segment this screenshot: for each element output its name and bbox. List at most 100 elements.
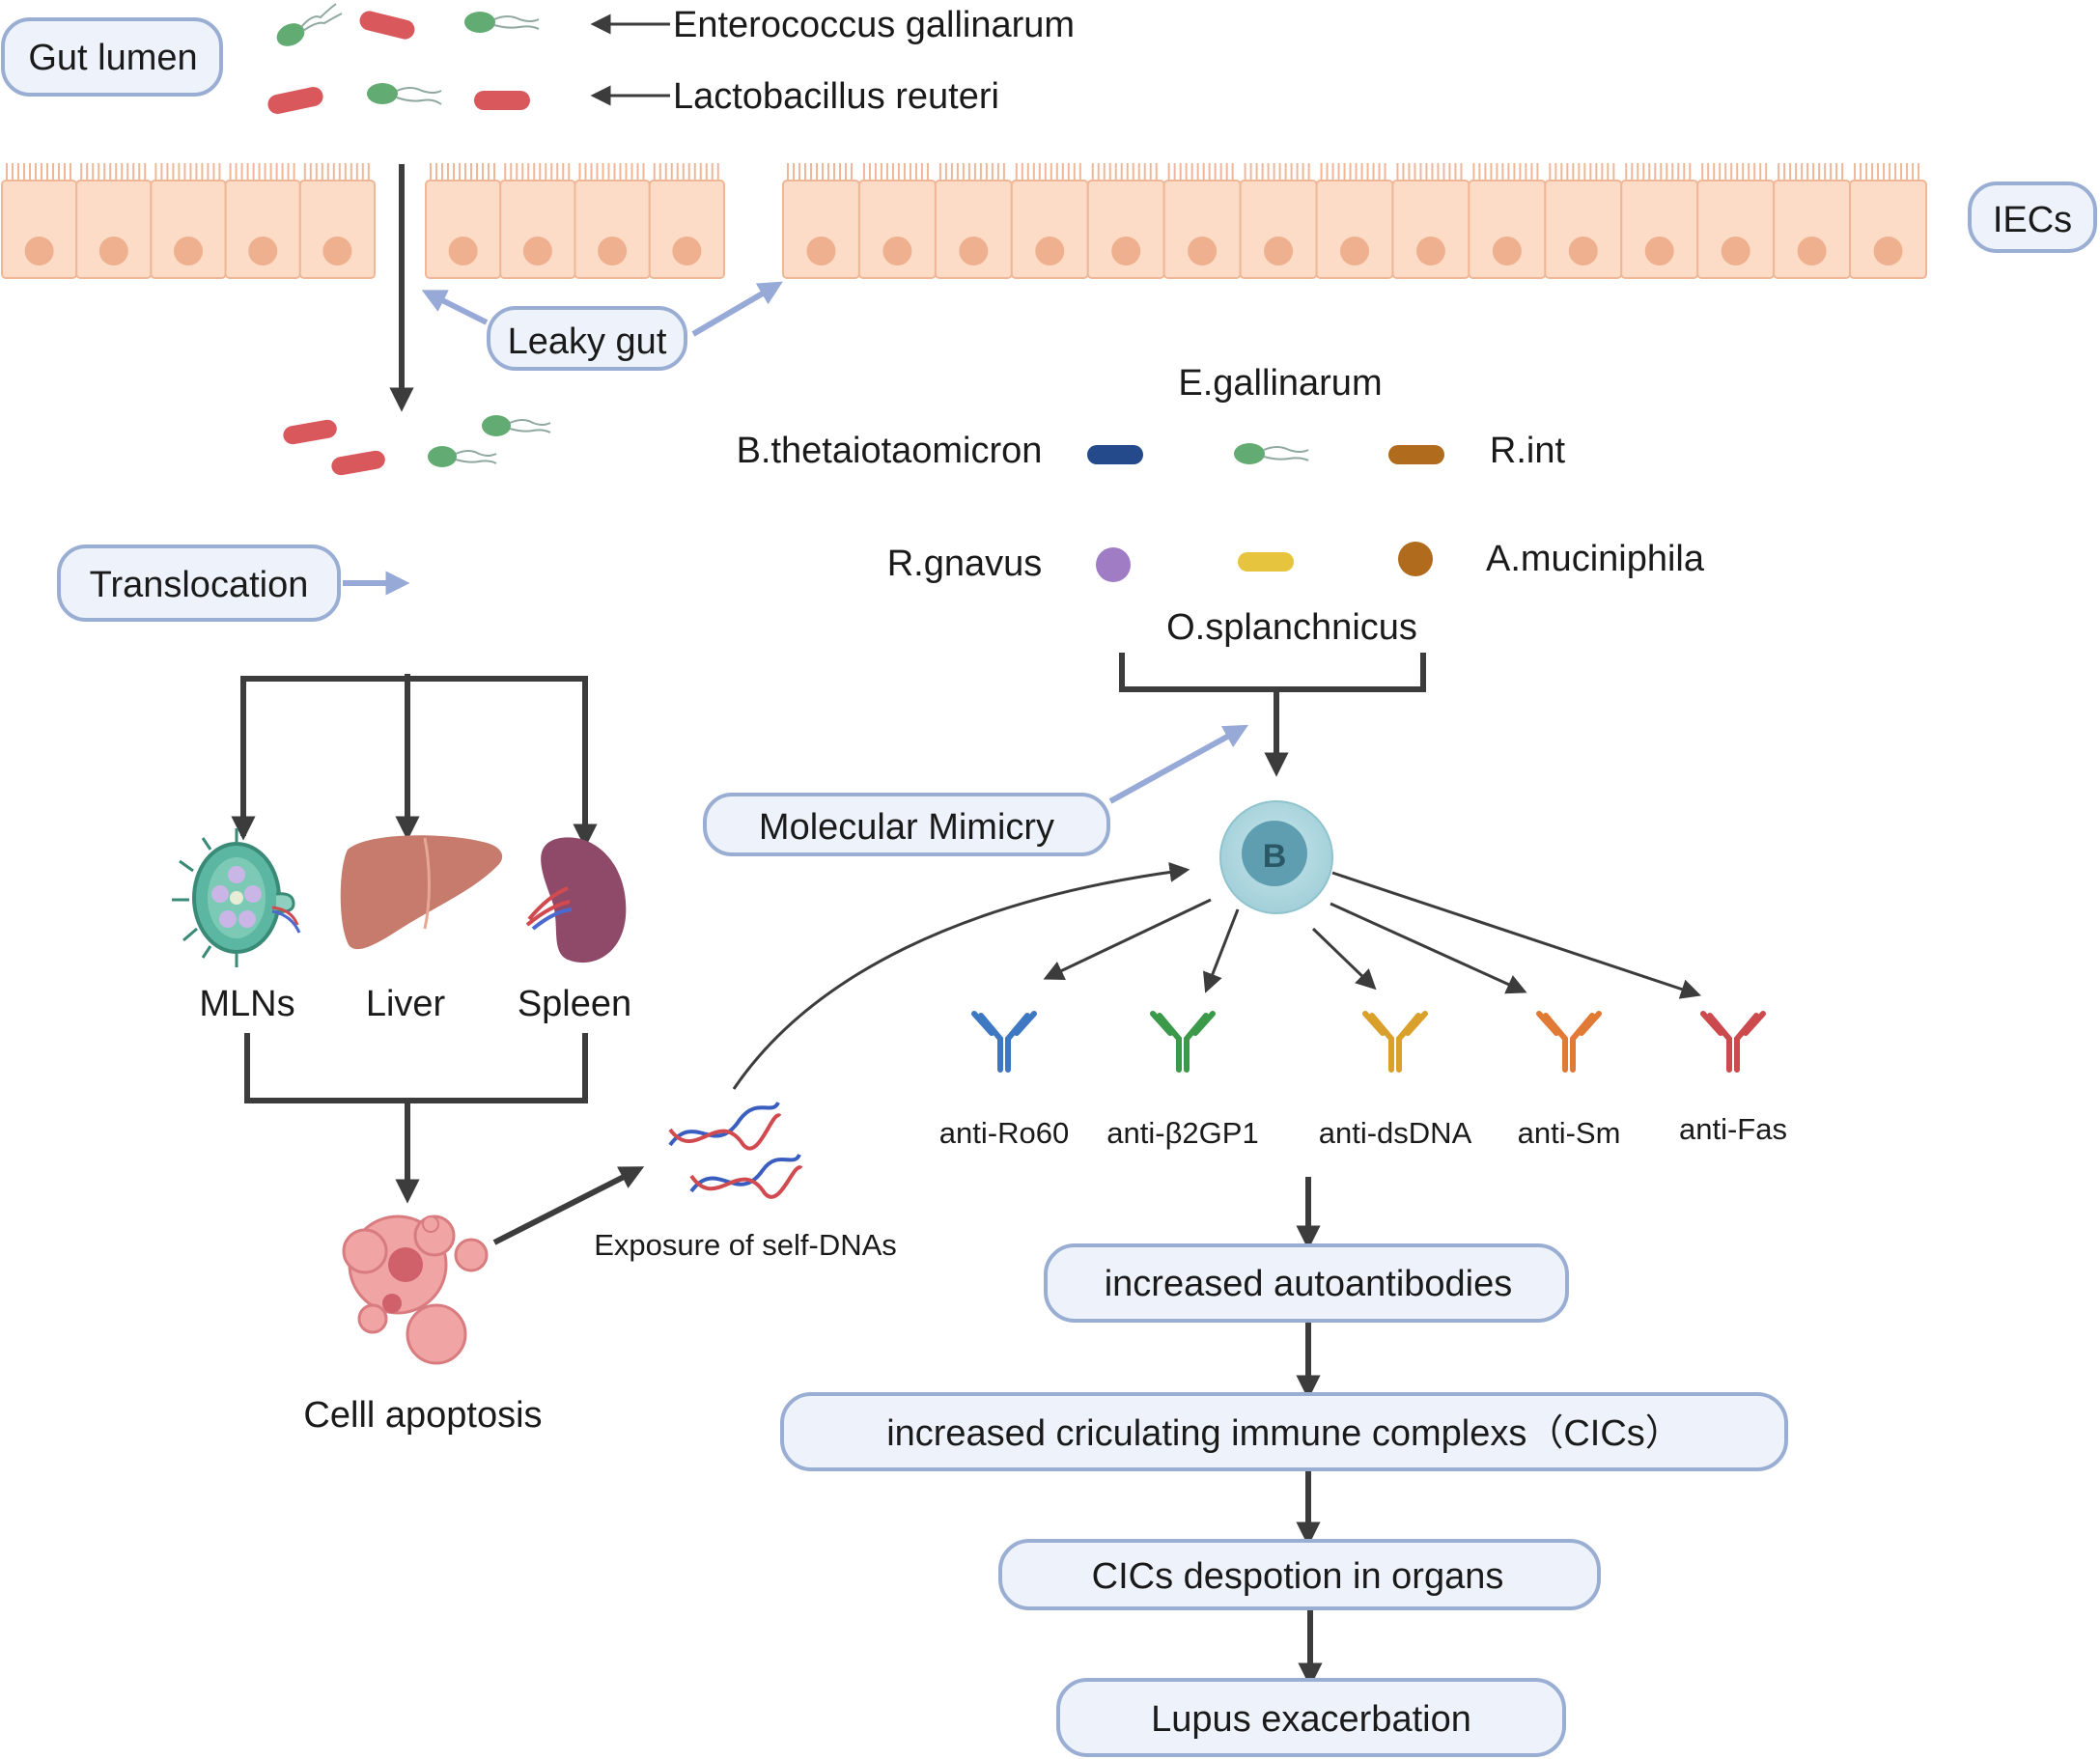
epithelial-cell: [1315, 163, 1394, 279]
r-int-label: R.int: [1490, 431, 1566, 471]
epithelial-cell: [934, 163, 1013, 279]
bacterium-rod: [474, 91, 530, 110]
epithelial-cell: [499, 163, 576, 279]
molecular-mimicry-callout: Molecular Mimicry: [703, 724, 1249, 856]
deposition-box: CICs despotion in organs: [998, 1539, 1601, 1610]
antibody-label: anti-β2GP1: [1106, 1116, 1258, 1150]
antibody-label: anti-Fas: [1679, 1112, 1787, 1146]
cics-label: increased criculating immune complexs（CI…: [886, 1413, 1682, 1454]
antibody-icon: [1362, 1011, 1428, 1073]
spleen-icon: [525, 837, 627, 963]
epithelial-cell: [1162, 163, 1242, 279]
epithelial-cell: [648, 163, 725, 279]
antibody-label: anti-Ro60: [939, 1116, 1069, 1150]
epithelial-cell: [1010, 163, 1089, 279]
enterococcus-callout: Enterococcus gallinarum: [590, 5, 1075, 45]
translocated-bacteria: [283, 415, 551, 476]
antibody-icon: [1536, 1011, 1602, 1073]
epithelial-cell: [1239, 163, 1318, 279]
b-theta-rod: [1087, 445, 1143, 464]
e-gallinarum-label: E.gallinarum: [1178, 363, 1382, 404]
antibody-arrow: [1311, 927, 1377, 991]
bacterium-flagellated: [367, 83, 442, 105]
bacterium-flagellated: [464, 12, 540, 33]
antibody-arrow: [1330, 902, 1527, 994]
antibody-icon: [1150, 1011, 1216, 1073]
organ-branch-arrows: [231, 674, 598, 849]
r-gnavus-label: R.gnavus: [887, 544, 1043, 584]
epithelial-cell: [782, 163, 860, 279]
bcell-to-antibody-arrows: [1043, 871, 1701, 999]
o-splanchnicus-rod: [1238, 552, 1294, 572]
bacterium-flagellated: [276, 3, 343, 46]
enterococcus-label: Enterococcus gallinarum: [673, 5, 1075, 45]
liver-icon: [340, 835, 503, 950]
b-cell-label: B: [1263, 838, 1287, 875]
antibody-arrow: [1043, 898, 1212, 980]
epithelial-cell: [1544, 163, 1623, 279]
antibody-arrow: [1203, 908, 1240, 993]
epithelial-cell: [1468, 163, 1547, 279]
translocation-label: Translocation: [90, 565, 309, 605]
epithelial-cell: [298, 163, 376, 279]
epithelial-cell: [224, 163, 301, 279]
epithelial-cell: [75, 163, 153, 279]
apoptotic-cell-icon: [342, 1215, 489, 1365]
antibody-label: anti-dsDNA: [1319, 1116, 1472, 1150]
epithelial-cell: [150, 163, 227, 279]
spleen-label: Spleen: [518, 984, 631, 1024]
epithelial-cell: [857, 163, 937, 279]
o-splanchnicus-label: O.splanchnicus: [1166, 607, 1417, 648]
apoptosis-to-dna-arrow: [492, 1166, 645, 1245]
apoptosis-label: Celll apoptosis: [303, 1395, 542, 1436]
autoantibodies-label: increased autoantibodies: [1105, 1264, 1513, 1304]
bacterium-flagellated: [428, 446, 497, 467]
molecular-mimicry-label: Molecular Mimicry: [759, 807, 1054, 848]
epithelial-cell: [1086, 163, 1165, 279]
bacteria-to-bcell-arrow: [1119, 653, 1426, 777]
a-muciniphila-label: A.muciniphila: [1486, 539, 1705, 579]
bacterium-rod: [331, 450, 385, 476]
antibody-arrow: [1331, 871, 1701, 999]
epithelial-cell: [1, 163, 78, 279]
epithelial-cell: [1620, 163, 1699, 279]
lumen-bacteria: [267, 3, 540, 114]
antibody-icon: [971, 1011, 1037, 1073]
epithelial-cell: [1696, 163, 1776, 279]
bacterium-rod: [267, 87, 323, 114]
epithelial-cell: [1849, 163, 1927, 279]
lupus-label: Lupus exacerbation: [1151, 1699, 1471, 1740]
epithelial-cell: [1391, 163, 1470, 279]
bacterium-flagellated: [482, 415, 551, 436]
bacterium-rod: [359, 11, 415, 40]
liver-label: Liver: [366, 984, 446, 1024]
a-muciniphila-cell: [1398, 542, 1433, 576]
epithelial-cell: [425, 163, 502, 279]
lupus-box: Lupus exacerbation: [1056, 1678, 1566, 1757]
translocation-callout: Translocation: [57, 544, 410, 622]
antibody-label: anti-Sm: [1518, 1116, 1621, 1150]
lactobacillus-callout: Lactobacillus reuteri: [590, 76, 999, 117]
antibody-row: anti-Ro60 anti-β2GP1 anti-dsDNA anti-Sm anti…: [939, 1011, 1787, 1150]
gut-lumen-label: Gut lumen: [28, 38, 197, 78]
iecs-label: IECs: [1993, 200, 2072, 240]
dna-to-bcell-arrow: [732, 862, 1190, 1090]
apoptosis-merge-arrow: [244, 1033, 588, 1204]
antibody-icon: [1700, 1011, 1766, 1073]
e-gallinarum-cell: [1234, 443, 1309, 464]
lactobacillus-label: Lactobacillus reuteri: [673, 76, 999, 117]
deposition-label: CICs despotion in organs: [1092, 1556, 1504, 1597]
b-theta-label: B.thetaiotaomicron: [737, 431, 1043, 471]
r-gnavus-cell: [1096, 547, 1131, 582]
iecs-box: IECs: [1968, 181, 2097, 253]
mln-icon: [172, 828, 301, 967]
epithelial-cell: [574, 163, 651, 279]
r-int-rod: [1388, 445, 1444, 464]
intestinal-epithelium: [1, 163, 1927, 279]
gut-lumen-box: Gut lumen: [1, 17, 223, 97]
b-cell-icon: B: [1219, 800, 1333, 914]
autoantibodies-box: increased autoantibodies: [1044, 1243, 1569, 1323]
epithelial-cell: [1773, 163, 1852, 279]
leaky-gut-label: Leaky gut: [508, 321, 667, 362]
